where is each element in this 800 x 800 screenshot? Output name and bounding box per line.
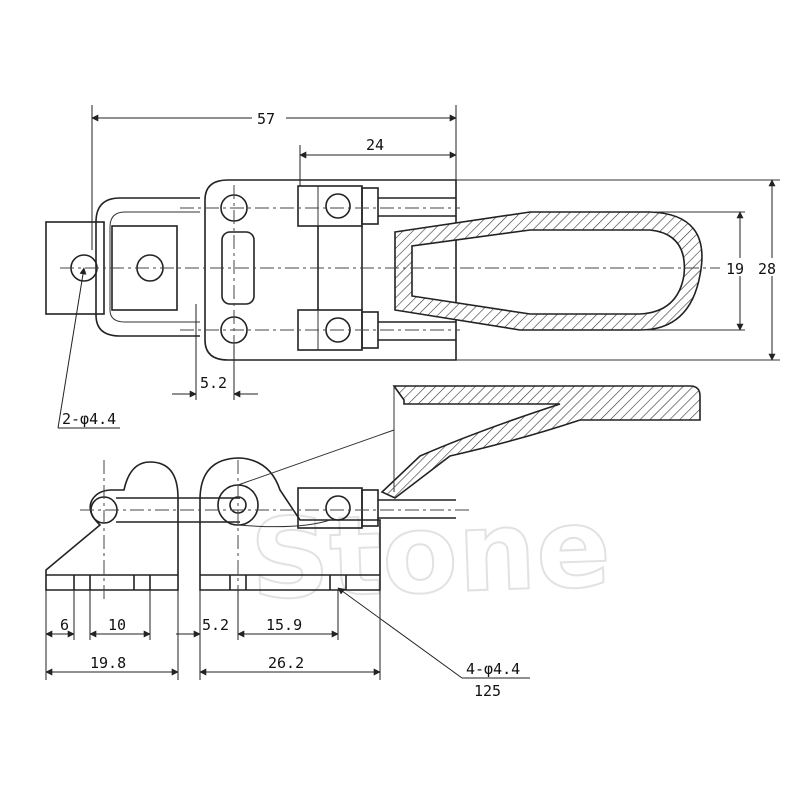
dim-label-holes-bottom: 4-φ4.4 [466, 660, 520, 678]
latch-hook-side [45, 461, 179, 591]
dim-label-slot-5-2: 5.2 [200, 374, 227, 392]
dim-label-26-2: 26.2 [268, 654, 304, 672]
dim-28: 28 [758, 179, 786, 361]
dim-slot-5-2: 5.2 [172, 304, 258, 400]
dim-latch: 6 10 19.8 [45, 590, 179, 680]
handle [394, 211, 703, 331]
base-bracket [204, 179, 457, 361]
dim-57: 57 [91, 105, 457, 250]
dim-label-base-5-2: 5.2 [202, 616, 229, 634]
dim-label-10: 10 [108, 616, 126, 634]
handle-side [380, 385, 701, 499]
base-side [199, 457, 381, 591]
nut-side [297, 487, 456, 529]
dim-label-holes-top: 2-φ4.4 [62, 410, 116, 428]
latch-loop-inner [109, 211, 200, 323]
leader-holes-bottom: 4-φ4.4 125 [337, 587, 530, 700]
dim-label-6: 6 [60, 616, 69, 634]
watermark: Stone [248, 483, 613, 623]
dim-label-19-8: 19.8 [90, 654, 126, 672]
leader-holes-top: 2-φ4.4 [57, 267, 120, 429]
dim-label-19: 19 [726, 260, 744, 278]
dim-19: 19 [726, 211, 752, 331]
nut-top [297, 185, 379, 227]
top-view [45, 179, 780, 361]
dim-label-15-9: 15.9 [266, 616, 302, 634]
dim-24: 24 [299, 136, 457, 186]
dim-label-125: 125 [474, 682, 501, 700]
dim-label-24: 24 [366, 136, 384, 154]
dim-label-28: 28 [758, 260, 776, 278]
side-view [45, 385, 701, 600]
dim-base: 5.2 15.9 26.2 [176, 590, 381, 680]
dim-label-57: 57 [257, 110, 275, 128]
